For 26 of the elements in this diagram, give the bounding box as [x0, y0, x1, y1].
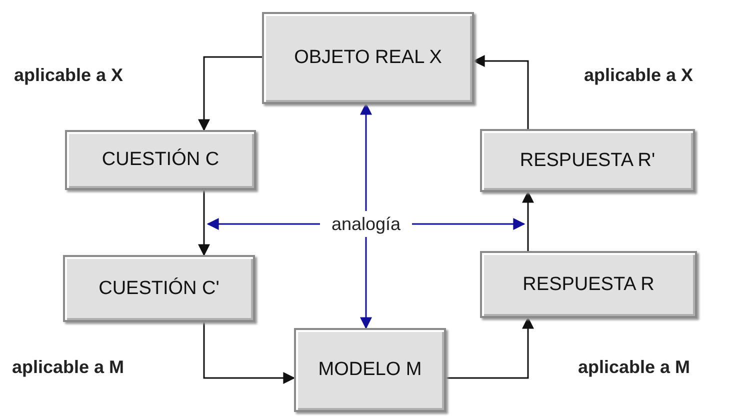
- box-text: RESPUESTA R': [520, 148, 656, 173]
- arrow: [446, 316, 534, 379]
- concept-box: [262, 12, 474, 104]
- concept-box: [480, 129, 695, 192]
- box-text: CUESTIÓN C: [102, 148, 220, 172]
- arrow: [360, 102, 372, 211]
- concept-box: [294, 328, 446, 412]
- box-text: OBJETO REAL X: [294, 46, 442, 70]
- note-label: aplicable a M: [12, 356, 124, 379]
- arrow: [198, 190, 210, 256]
- concept-box: [63, 255, 255, 322]
- note-label: aplicable a M: [578, 356, 690, 379]
- arrow: [203, 322, 296, 384]
- box-text: RESPUESTA R: [522, 272, 654, 297]
- arrow: [522, 190, 534, 251]
- box-text: CUESTIÓN C': [98, 276, 220, 301]
- concept-box: [65, 130, 256, 190]
- note-label: aplicable a X: [14, 64, 124, 87]
- note-label: aplicable a X: [584, 64, 694, 87]
- arrow: [412, 218, 526, 230]
- arrow: [360, 237, 372, 330]
- arrow: [206, 218, 320, 230]
- box-text: MODELO M: [318, 358, 422, 382]
- arrow: [472, 55, 529, 129]
- concept-box: [480, 251, 697, 318]
- arrow: [198, 56, 262, 132]
